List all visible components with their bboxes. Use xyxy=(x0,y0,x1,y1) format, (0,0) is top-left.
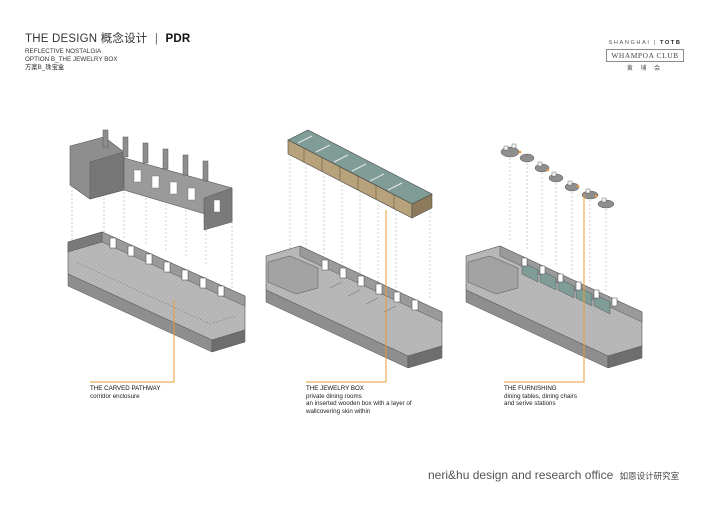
exploded-furniture-sets xyxy=(500,143,615,209)
diagram-furnishing xyxy=(465,143,643,383)
title-en: THE DESIGN xyxy=(25,33,98,45)
caption-title: THE CARVED PATHWAY xyxy=(90,385,161,392)
logo-city-line: SHANGHAI | TOTB xyxy=(602,40,688,46)
caption-title: THE FURNISHING xyxy=(504,385,557,392)
caption-line: and serive stations xyxy=(504,400,556,408)
footer-text-cn: 如恩设计研究室 xyxy=(619,471,680,481)
base-furnished xyxy=(465,245,643,369)
caption-line: an inserted wooden box with a layer of xyxy=(306,400,412,408)
title-code: PDR xyxy=(165,33,191,45)
projection-lines xyxy=(71,186,233,290)
subtitle-line-2: OPTION B_THE JEWELRY BOX xyxy=(25,56,118,63)
logo-brand: TOTB xyxy=(659,40,682,46)
caption-line: private dining rooms xyxy=(306,392,362,400)
client-logo: SHANGHAI | TOTB WHAMPOA CLUB 黄 埔 会 xyxy=(602,40,688,72)
footer-text: design and research office xyxy=(472,468,614,482)
caption-carved-pathway: THE CARVED PATHWAY corridor enclosure xyxy=(90,385,160,400)
diagram-jewelry-box xyxy=(265,129,443,383)
header-block: THE DESIGN 概念设计 | PDR REFLECTIVE NOSTALG… xyxy=(25,33,190,72)
caption-line: dining tables, dining chairs xyxy=(504,392,577,400)
leader-line-pathway xyxy=(90,300,175,383)
footer-brand: neri&hu xyxy=(428,468,470,482)
logo-city: SHANGHAI xyxy=(608,40,651,46)
page-title: THE DESIGN 概念设计 | PDR xyxy=(25,33,190,46)
caption-line: wallcovering skin within xyxy=(306,407,371,415)
caption-jewelry-box: THE JEWELRY BOX private dining rooms an … xyxy=(306,385,412,415)
office-footer: neri&hu design and research office 如恩设计研… xyxy=(428,468,679,482)
logo-club-cn: 黄 埔 会 xyxy=(626,66,664,72)
base-with-rooms xyxy=(265,245,443,369)
caption-furnishing: THE FURNISHING dining tables, dining cha… xyxy=(504,385,577,408)
diagram-carved-pathway xyxy=(67,129,246,383)
subtitle-line-1: REFLECTIVE NOSTALGIA xyxy=(25,48,102,55)
leader-line-furnishing xyxy=(504,194,585,383)
title-cn: 概念设计 xyxy=(100,33,148,45)
logo-club-name: WHAMPOA CLUB xyxy=(606,49,684,62)
leader-line-jewelry xyxy=(306,210,387,383)
base-floorplate xyxy=(67,231,246,353)
caption-title: THE JEWELRY BOX xyxy=(306,385,364,392)
projection-lines-2 xyxy=(289,155,431,300)
caption-line: corridor enclosure xyxy=(90,392,140,400)
subtitle-line-3: 方案B_珠宝盒 xyxy=(25,64,65,71)
logo-divider: | xyxy=(653,40,657,46)
wooden-box-volume xyxy=(287,129,433,219)
projection-lines-3 xyxy=(509,158,607,292)
title-separator: | xyxy=(154,33,159,45)
exploded-corridor-walls xyxy=(69,129,233,231)
